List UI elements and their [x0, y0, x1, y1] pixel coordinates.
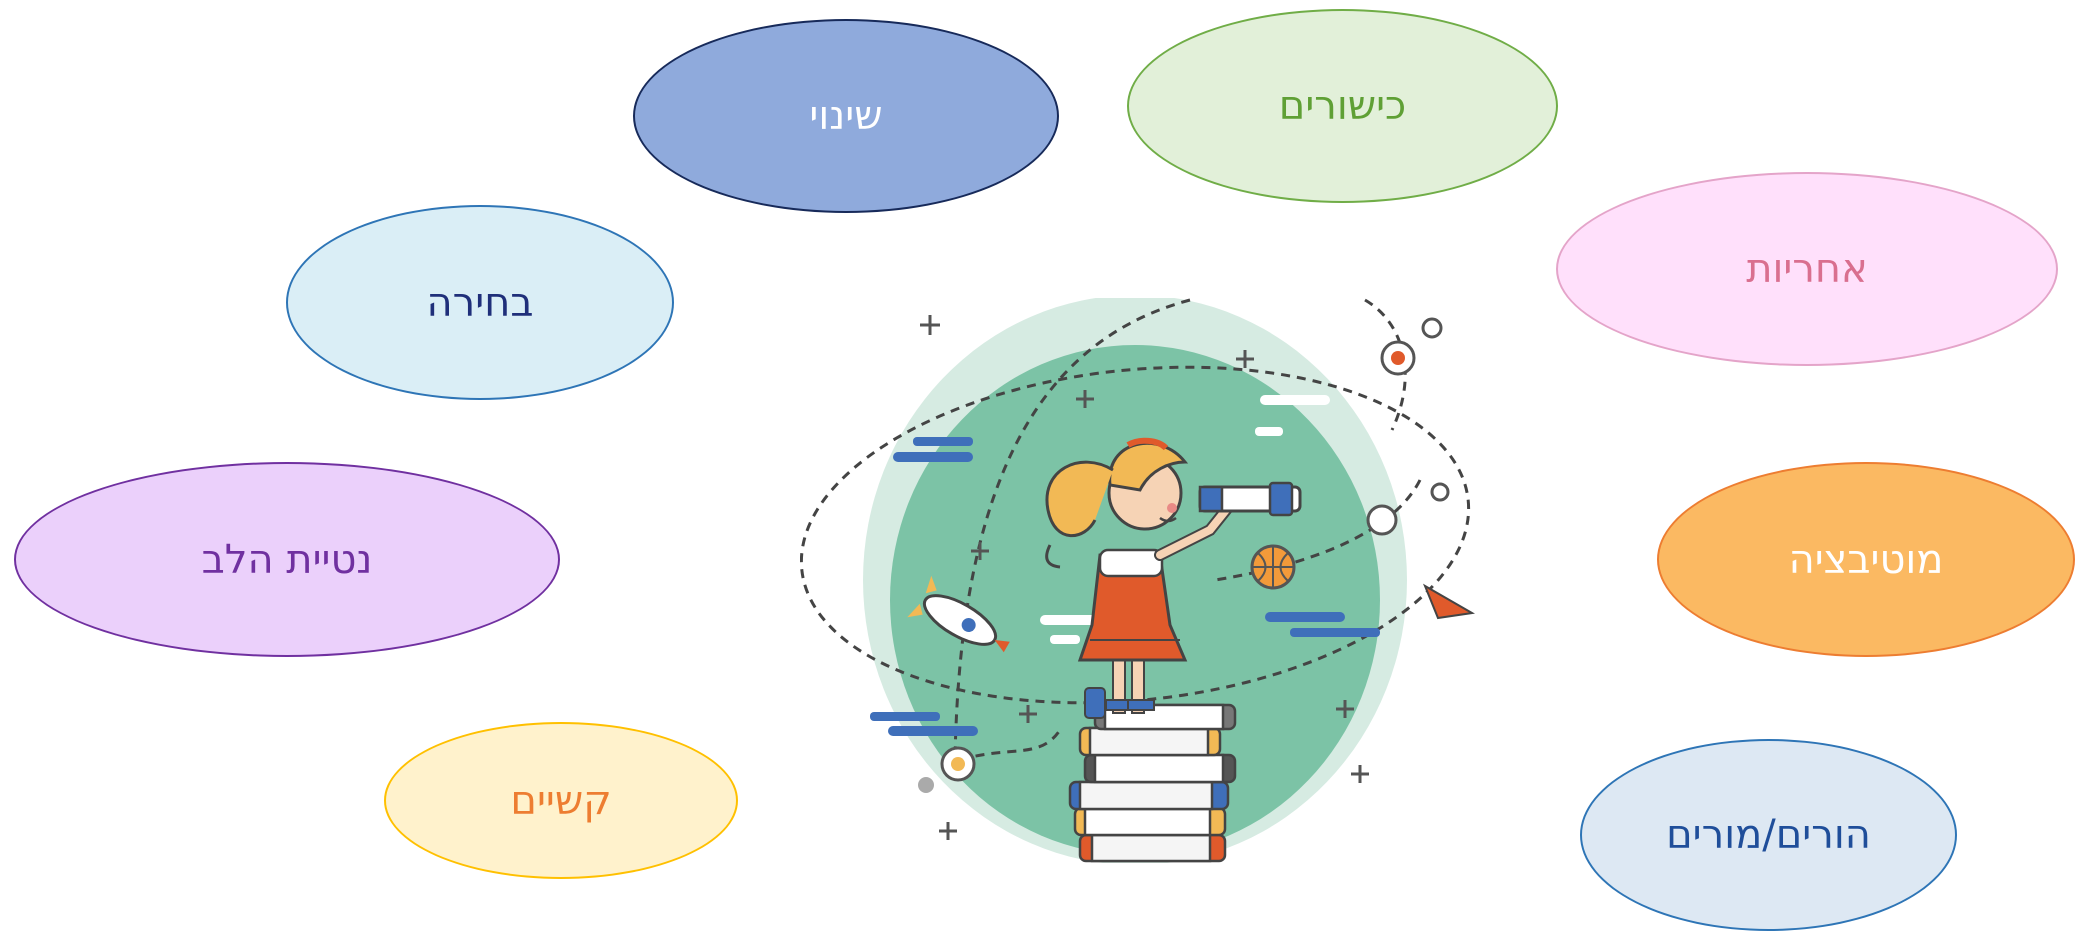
concept-abilities: כישורים: [1127, 9, 1558, 203]
concept-inclination: נטיית הלב: [14, 462, 560, 657]
concept-parents-teachers-label: הורים/מורים: [1666, 812, 1871, 858]
concept-difficulties-label: קשיים: [510, 777, 612, 824]
concept-choice-label: בחירה: [426, 279, 534, 326]
concept-change: שינוי: [633, 19, 1059, 213]
concept-responsibility-label: אחריות: [1746, 246, 1868, 292]
concept-change-label: שינוי: [809, 93, 883, 139]
concept-difficulties: קשיים: [384, 722, 738, 879]
concept-choice: בחירה: [286, 205, 674, 400]
concept-parents-teachers: הורים/מורים: [1580, 739, 1957, 931]
concept-abilities-label: כישורים: [1278, 83, 1407, 129]
concept-responsibility: אחריות: [1556, 172, 2058, 366]
concept-motivation-label: מוטיבציה: [1788, 536, 1944, 583]
concept-inclination-label: נטיית הלב: [201, 536, 373, 583]
concept-motivation: מוטיבציה: [1657, 462, 2075, 657]
